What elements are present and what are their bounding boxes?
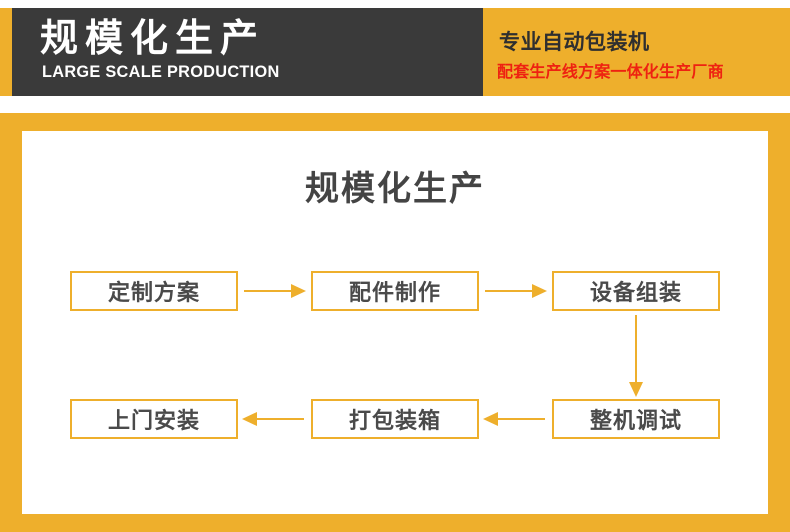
tagline-primary: 专业自动包装机 (499, 30, 650, 54)
arrow-shaft (244, 418, 304, 420)
arrow-head-left-icon (242, 412, 257, 426)
banner-tagline-panel: 专业自动包装机 配套生产线方案一体化生产厂商 (483, 8, 790, 96)
tagline-secondary: 配套生产线方案一体化生产厂商 (497, 62, 724, 81)
flow-node-parts-fabrication: 配件制作 (311, 271, 479, 311)
arrow-head-right-icon (532, 284, 547, 298)
arrow-head-down-icon (629, 382, 643, 397)
header-banner: 规模化生产 LARGE SCALE PRODUCTION 专业自动包装机 配套生… (0, 8, 790, 96)
flow-node-packing-crating: 打包装箱 (311, 399, 479, 439)
flow-arrow-left-1 (483, 412, 545, 426)
flow-arrow-left-2 (242, 412, 304, 426)
content-frame-border: 规模化生产 定制方案 配件制作 设备组装 整机调试 打 (0, 113, 790, 532)
arrow-shaft (485, 290, 545, 292)
arrow-head-right-icon (291, 284, 306, 298)
arrow-shaft (635, 315, 637, 395)
banner-left-accent-bar (0, 8, 12, 96)
flow-node-onsite-install: 上门安装 (70, 399, 238, 439)
flow-node-machine-debugging: 整机调试 (552, 399, 720, 439)
arrow-shaft (485, 418, 545, 420)
brand-title-en: LARGE SCALE PRODUCTION (42, 62, 280, 81)
production-flow-diagram: 定制方案 配件制作 设备组装 整机调试 打包装箱 (22, 131, 768, 514)
brand-title-cn: 规模化生产 (40, 16, 266, 60)
page-title: 规模化生产 (305, 169, 485, 209)
arrow-head-left-icon (483, 412, 498, 426)
flow-node-custom-plan: 定制方案 (70, 271, 238, 311)
flow-arrow-right-1 (244, 284, 306, 298)
arrow-shaft (244, 290, 304, 292)
banner-brand-panel: 规模化生产 LARGE SCALE PRODUCTION (12, 8, 483, 96)
content-panel: 规模化生产 定制方案 配件制作 设备组装 整机调试 打 (22, 131, 768, 514)
flow-arrow-right-2 (485, 284, 547, 298)
flow-arrow-down (629, 315, 643, 397)
flow-node-equipment-assembly: 设备组装 (552, 271, 720, 311)
